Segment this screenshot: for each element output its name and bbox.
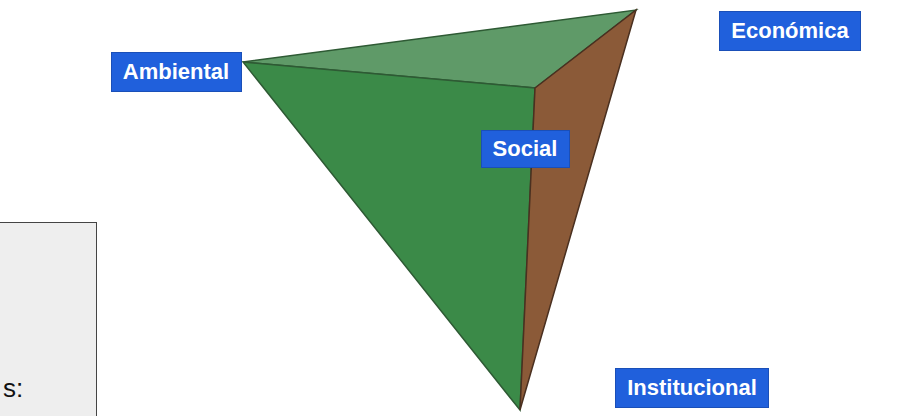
dimension-label: Social — [481, 130, 570, 168]
front-face — [243, 62, 535, 410]
label-text: Económica — [731, 18, 848, 44]
text-panel: s: — [0, 222, 97, 416]
label-text: Ambiental — [123, 59, 229, 85]
dimension-label: Ambiental — [111, 52, 242, 92]
side-face — [520, 10, 636, 410]
dimension-label: Económica — [719, 11, 861, 51]
dimension-label: Institucional — [615, 368, 769, 408]
label-text: Social — [493, 136, 558, 162]
label-text: Institucional — [627, 375, 757, 401]
panel-text: s: — [3, 373, 23, 404]
